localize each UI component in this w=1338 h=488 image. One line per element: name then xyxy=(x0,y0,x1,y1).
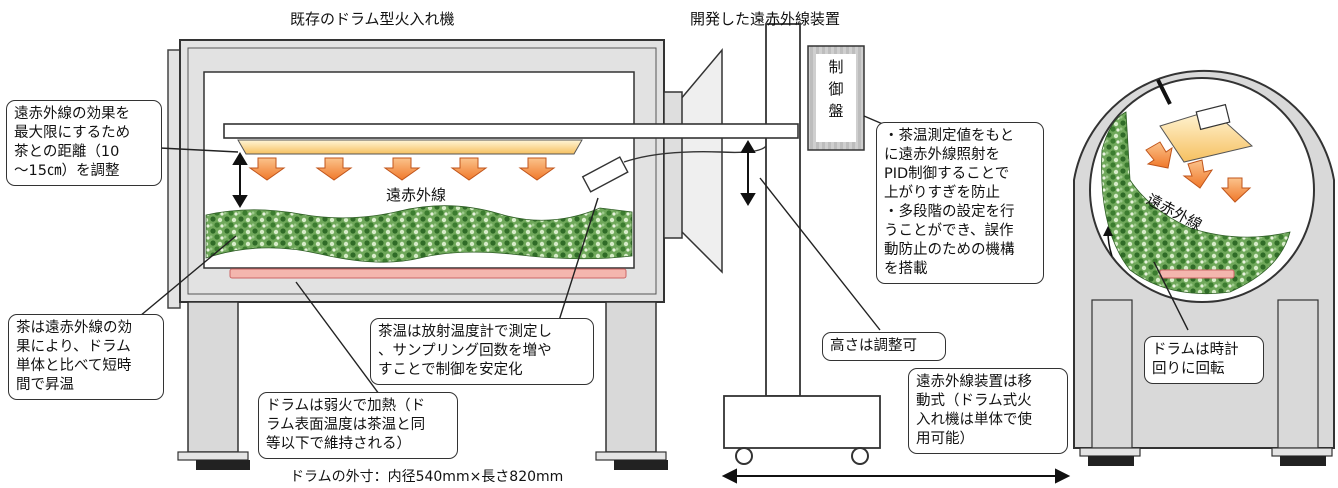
callout-line: 動式（ドラム式火 xyxy=(916,393,1032,409)
drum-dimensions: ドラムの外寸：内径540mm×長さ820mm xyxy=(290,469,564,485)
title-existing-machine: 既存のドラム型火入れ機 xyxy=(290,10,455,28)
callout-line: うことができ、誤作 xyxy=(884,223,1014,239)
callout-line: 回りに回転 xyxy=(1152,361,1225,377)
callout-line: 遠赤外線の効果を xyxy=(14,106,130,122)
callout-line: ドラムは弱火で加熱（ド xyxy=(266,398,426,414)
radiation-thermometer xyxy=(581,156,629,193)
callout-line: 茶は遠赤外線の効 xyxy=(16,320,132,336)
callout-line: 上がりすぎを防止 xyxy=(884,185,1000,201)
callout-line: PID制御することで xyxy=(884,166,1010,182)
callout-line: 単体と比べて短時 xyxy=(16,358,132,374)
control-panel-label: 制 御 盤 xyxy=(824,56,848,122)
callout-line: 茶との距離（10 xyxy=(14,144,120,160)
callout-line: ラム表面温度は茶温と同 xyxy=(266,417,426,433)
callout-distance: 遠赤外線の効果を 最大限にするため 茶との距離（10 ～15㎝）を調整 xyxy=(6,100,162,186)
drum-cross-section xyxy=(1073,69,1335,466)
callout-line: すことで制御を安定化 xyxy=(378,362,523,378)
callout-line: 最大限にするため xyxy=(14,125,131,141)
callout-drum-rotation: ドラムは時計 回りに回転 xyxy=(1144,336,1264,384)
callout-tea-temperature: 茶温は放射温度計で測定し 、サンプリング回数を増や すことで制御を安定化 xyxy=(370,318,594,385)
callout-line: 高さは調整可 xyxy=(830,338,917,354)
callout-line: ドラムは時計 xyxy=(1152,342,1239,358)
title-developed-device: 開発した遠赤外線装置 xyxy=(690,10,841,28)
callout-line: 入れ機は単体で使 xyxy=(916,412,1032,428)
callout-line: ～15㎝）を調整 xyxy=(14,163,120,179)
callout-line: 間で昇温 xyxy=(16,377,74,393)
callout-line: 遠赤外線装置は移 xyxy=(916,374,1032,390)
callout-line: 、サンプリング回数を増や xyxy=(378,343,552,359)
drum-machine xyxy=(167,39,668,470)
callout-line: 等以下で維持される） xyxy=(266,436,411,452)
callout-line: ・多段階の設定を行 xyxy=(884,204,1015,220)
callout-line: 果により、ドラム xyxy=(16,339,131,355)
control-panel-char: 盤 xyxy=(828,102,844,120)
far-infrared-device xyxy=(223,23,881,465)
callout-line: 茶温は放射温度計で測定し xyxy=(378,324,552,340)
callout-height-adjustable: 高さは調整可 xyxy=(822,332,946,361)
callout-line: 動防止のための機構 xyxy=(884,242,1015,258)
callout-line: を搭載 xyxy=(884,261,928,277)
callout-pid-control: ・茶温測定値をもと に遠赤外線照射を PID制御することで 上がりすぎを防止 ・… xyxy=(876,122,1044,284)
far-infrared-label: 遠赤外線 xyxy=(386,186,447,204)
tea-leaves xyxy=(205,205,633,263)
callout-line: ・茶温測定値をもと xyxy=(884,128,1015,144)
control-panel-char: 制 xyxy=(828,58,844,76)
callout-tea-heating: 茶は遠赤外線の効 果により、ドラム 単体と比べて短時 間で昇温 xyxy=(8,314,164,400)
callout-line: に遠赤外線照射を xyxy=(884,147,1000,163)
heater-strip xyxy=(229,268,627,279)
control-panel-char: 御 xyxy=(828,80,844,98)
infrared-arrows xyxy=(248,157,556,181)
callout-line: 用可能） xyxy=(916,431,974,447)
callout-drum-heat: ドラムは弱火で加熱（ド ラム表面温度は茶温と同 等以下で維持される） xyxy=(258,392,458,459)
callout-mobile-device: 遠赤外線装置は移 動式（ドラム式火 入れ機は単体で使 用可能） xyxy=(908,368,1068,454)
